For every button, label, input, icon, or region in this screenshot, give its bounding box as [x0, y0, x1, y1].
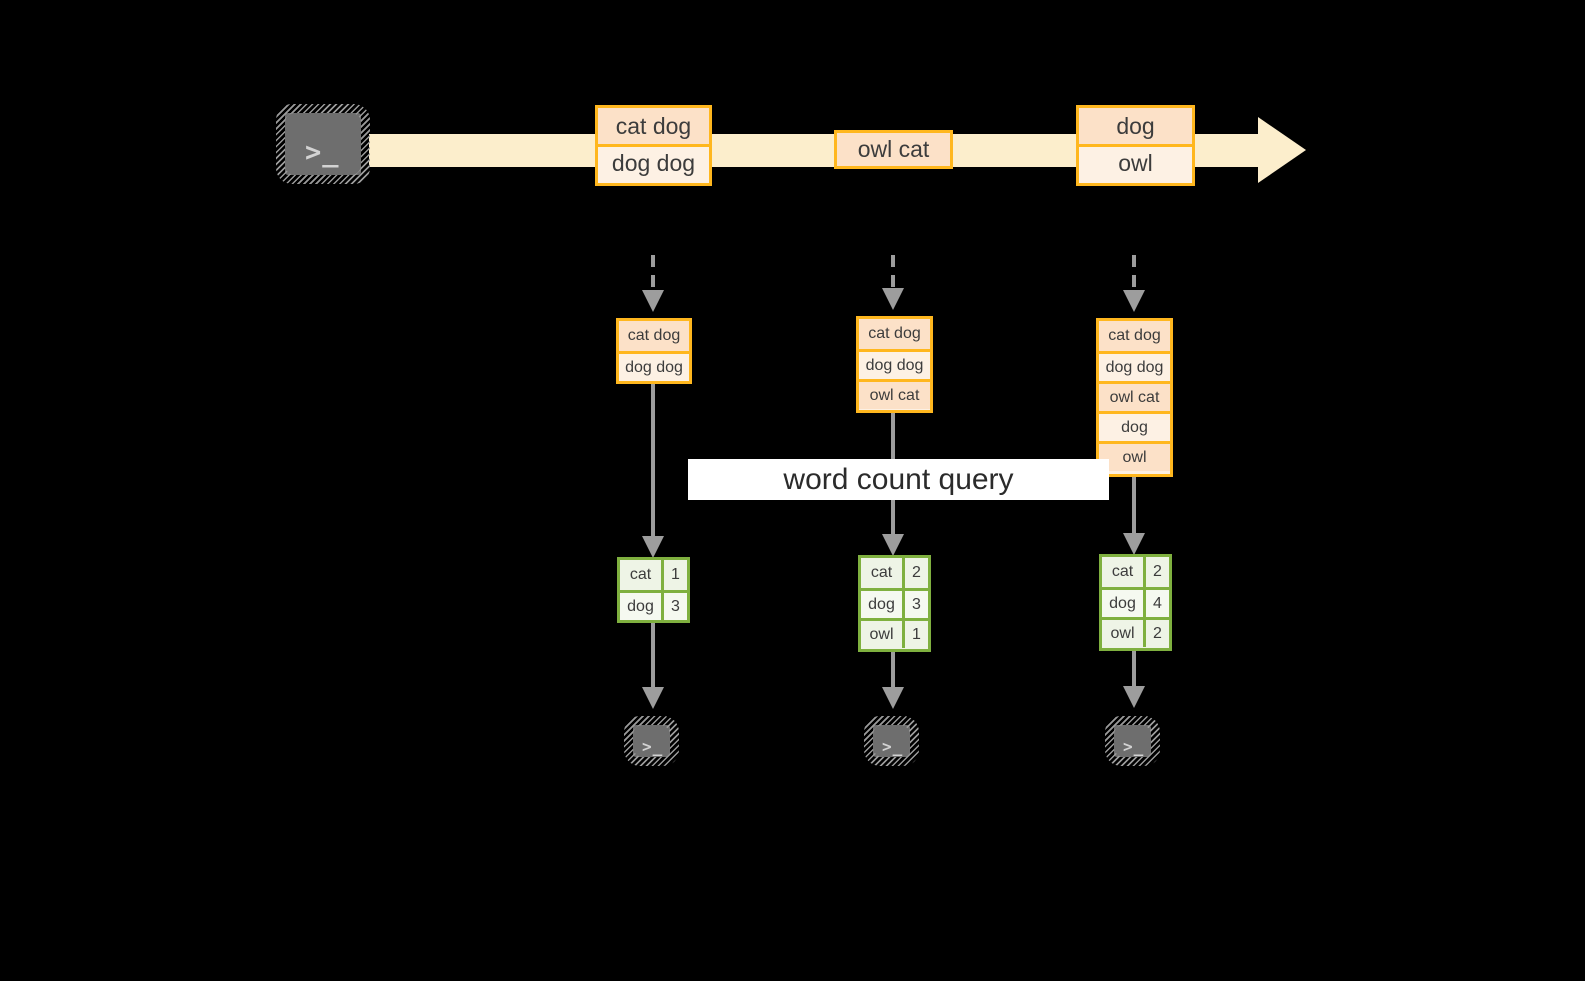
- dashed-connector-2: [891, 255, 895, 296]
- dashed-connector-3-arrowhead: [1123, 290, 1145, 312]
- terminal-body: [633, 725, 670, 757]
- result-word: cat: [620, 560, 664, 590]
- terminal-body: [873, 725, 910, 757]
- output-connector-2-arrowhead: [882, 687, 904, 709]
- result-count: 3: [664, 593, 687, 620]
- output-connector-3: [1132, 651, 1136, 689]
- terminal-body: [1114, 725, 1151, 757]
- state-row: owl: [1099, 441, 1170, 471]
- state-row: dog dog: [859, 349, 930, 379]
- producer-terminal[interactable]: >_: [276, 104, 370, 184]
- output-connector-1-arrowhead: [642, 687, 664, 709]
- result-count: 1: [664, 560, 687, 590]
- result-row: dog 3: [620, 590, 687, 620]
- stream-group-1[interactable]: cat dog dog dog: [595, 105, 712, 186]
- output-connector-3-arrowhead: [1123, 686, 1145, 708]
- result-word: owl: [861, 621, 905, 648]
- terminal-body: [285, 113, 361, 175]
- state-table-2[interactable]: cat dog dog dog owl cat: [856, 316, 933, 413]
- result-row: cat 1: [620, 560, 687, 590]
- query-connector-1: [651, 384, 655, 540]
- stream-group-2[interactable]: owl cat: [834, 130, 953, 169]
- terminal-prompt-icon: >_: [882, 737, 904, 756]
- state-row: owl cat: [1099, 381, 1170, 411]
- terminal-prompt-icon: >_: [305, 137, 340, 168]
- result-count: 2: [1146, 557, 1169, 587]
- stream-message: dog: [1079, 108, 1192, 144]
- stream-message: owl cat: [837, 133, 950, 166]
- state-row: cat dog: [619, 321, 689, 351]
- stream-group-3[interactable]: dog owl: [1076, 105, 1195, 186]
- result-row: owl 2: [1102, 617, 1169, 647]
- state-row: cat dog: [859, 319, 930, 349]
- result-count: 3: [905, 591, 928, 618]
- result-word: dog: [861, 591, 905, 618]
- stream-message: cat dog: [598, 108, 709, 144]
- stream-message: dog dog: [598, 144, 709, 180]
- state-table-1[interactable]: cat dog dog dog: [616, 318, 692, 384]
- result-word: cat: [861, 558, 905, 588]
- output-connector-2: [891, 652, 895, 690]
- stream-message: owl: [1079, 144, 1192, 180]
- result-row: dog 3: [861, 588, 928, 618]
- result-row: dog 4: [1102, 587, 1169, 617]
- state-row: owl cat: [859, 379, 930, 409]
- state-row: dog dog: [1099, 351, 1170, 381]
- query-connector-3: [1132, 477, 1136, 537]
- terminal-prompt-icon: >_: [1123, 737, 1145, 756]
- output-connector-1: [651, 623, 655, 689]
- result-count: 2: [1146, 620, 1169, 647]
- result-table-1[interactable]: cat 1 dog 3: [617, 557, 690, 623]
- terminal-prompt-icon: >_: [642, 737, 664, 756]
- result-table-2[interactable]: cat 2 dog 3 owl 1: [858, 555, 931, 652]
- result-table-3[interactable]: cat 2 dog 4 owl 2: [1099, 554, 1172, 651]
- result-word: dog: [1102, 590, 1146, 617]
- stream-arrowhead: [1258, 117, 1306, 183]
- query-label: word count query: [688, 459, 1109, 500]
- result-word: owl: [1102, 620, 1146, 647]
- state-row: dog dog: [619, 351, 689, 381]
- result-row: owl 1: [861, 618, 928, 648]
- query-connector-2-arrowhead: [882, 534, 904, 556]
- dashed-connector-3: [1132, 255, 1136, 298]
- result-count: 2: [905, 558, 928, 588]
- dashed-connector-2-arrowhead: [882, 288, 904, 310]
- dashed-connector-1: [651, 255, 655, 298]
- result-count: 1: [905, 621, 928, 648]
- result-row: cat 2: [1102, 557, 1169, 587]
- result-word: cat: [1102, 557, 1146, 587]
- result-row: cat 2: [861, 558, 928, 588]
- state-table-3[interactable]: cat dog dog dog owl cat dog owl: [1096, 318, 1173, 477]
- consumer-terminal-1[interactable]: >_: [624, 716, 679, 766]
- query-connector-3-arrowhead: [1123, 533, 1145, 555]
- state-row: cat dog: [1099, 321, 1170, 351]
- consumer-terminal-2[interactable]: >_: [864, 716, 919, 766]
- consumer-terminal-3[interactable]: >_: [1105, 716, 1160, 766]
- state-row: dog: [1099, 411, 1170, 441]
- result-count: 4: [1146, 590, 1169, 617]
- query-connector-1-arrowhead: [642, 536, 664, 558]
- result-word: dog: [620, 593, 664, 620]
- dashed-connector-1-arrowhead: [642, 290, 664, 312]
